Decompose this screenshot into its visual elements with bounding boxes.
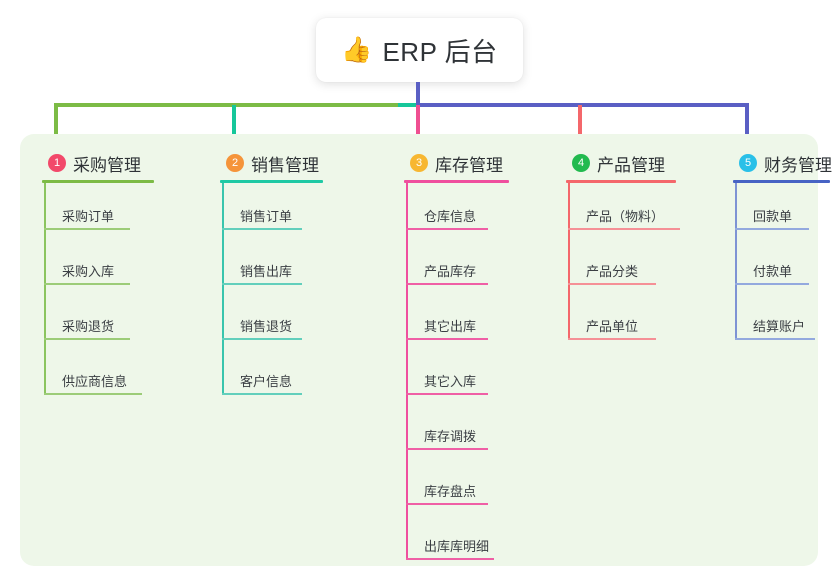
leaf-item-label: 出库库明细 <box>424 539 490 554</box>
connector-drop-column-4 <box>578 105 582 143</box>
leaf-item-label: 销售订单 <box>240 209 293 224</box>
connector-trunk-vertical <box>416 82 420 105</box>
connector-bus-right-cap <box>735 103 749 107</box>
leaf-item-label: 销售出库 <box>240 264 293 279</box>
branch-title: 产品管理 <box>597 155 665 175</box>
leaf-item-rule <box>735 283 809 285</box>
leaf-item-label: 其它入库 <box>424 374 477 389</box>
connector-drop-column-2 <box>232 105 236 143</box>
connector-drop-column-5 <box>745 105 749 143</box>
branch-title: 采购管理 <box>73 155 141 175</box>
leaf-item-rule <box>406 448 488 450</box>
branch-spine <box>568 183 570 340</box>
leaf-item-label: 库存调拨 <box>424 429 477 444</box>
branch-header-5[interactable]: 5 财务管理 <box>725 143 832 183</box>
branch-header-rule <box>733 180 830 183</box>
branch-header-1[interactable]: 1 采购管理 <box>34 143 141 183</box>
leaf-item-rule <box>735 228 809 230</box>
branch-column-2: 2 销售管理销售订单销售出库销售退货客户信息 <box>212 143 323 395</box>
root-node-title: ERP 后台 <box>382 36 498 67</box>
leaf-item-rule <box>406 558 494 560</box>
connector-bus-left-cap <box>54 103 68 107</box>
branch-title: 财务管理 <box>764 155 832 175</box>
branch-header-rule <box>220 180 323 183</box>
leaf-item-rule <box>406 283 488 285</box>
branch-title: 库存管理 <box>435 155 503 175</box>
leaf-item-rule <box>568 338 656 340</box>
leaf-item-rule <box>222 283 302 285</box>
connector-bus-segment-blue <box>416 103 749 107</box>
branch-column-5: 5 财务管理回款单付款单结算账户 <box>725 143 832 340</box>
leaf-item-label: 回款单 <box>753 209 793 224</box>
connector-drop-column-3 <box>416 105 420 143</box>
leaf-item-rule <box>44 228 130 230</box>
branch-header-2[interactable]: 2 销售管理 <box>212 143 319 183</box>
leaf-item-label: 产品单位 <box>586 319 639 334</box>
leaf-item-label: 仓库信息 <box>424 209 477 224</box>
branch-spine <box>44 183 46 395</box>
leaf-item-label: 其它出库 <box>424 319 477 334</box>
branch-column-3: 3 库存管理仓库信息产品库存其它出库其它入库库存调拨库存盘点出库库明细 <box>396 143 509 560</box>
branch-header-rule <box>42 180 154 183</box>
connector-bus-segment-teal <box>398 103 418 107</box>
leaf-item-rule <box>406 228 488 230</box>
leaf-item-label: 产品（物料） <box>586 209 665 224</box>
leaf-item-rule <box>568 283 656 285</box>
leaf-item-rule <box>222 393 302 395</box>
connector-drop-column-1 <box>54 105 58 143</box>
leaf-item-rule <box>735 338 815 340</box>
leaf-item-label: 采购入库 <box>62 264 115 279</box>
branch-spine <box>222 183 224 395</box>
branch-index-badge: 3 <box>410 154 428 172</box>
leaf-item-rule <box>406 503 488 505</box>
branch-spine <box>735 183 737 340</box>
leaf-item-rule <box>568 228 680 230</box>
leaf-item-label: 库存盘点 <box>424 484 477 499</box>
leaf-item-label: 结算账户 <box>753 319 806 334</box>
branch-index-badge: 5 <box>739 154 757 172</box>
branch-column-4: 4 产品管理产品（物料） 产品分类产品单位 <box>558 143 680 340</box>
leaf-item-label: 产品库存 <box>424 264 477 279</box>
branch-title: 销售管理 <box>251 155 319 175</box>
leaf-item-label: 采购订单 <box>62 209 115 224</box>
leaf-item-label: 供应商信息 <box>62 374 128 389</box>
connector-bus-segment-green <box>54 103 400 107</box>
branch-column-1: 1 采购管理采购订单采购入库采购退货供应商信息 <box>34 143 154 395</box>
leaf-item-label: 销售退货 <box>240 319 293 334</box>
branch-index-badge: 2 <box>226 154 244 172</box>
leaf-item-label: 客户信息 <box>240 374 293 389</box>
thumbs-up-emoji: 👍 <box>341 35 373 64</box>
leaf-item-label: 产品分类 <box>586 264 639 279</box>
leaf-item-rule <box>222 228 302 230</box>
branches-panel <box>20 134 818 566</box>
branch-index-badge: 1 <box>48 154 66 172</box>
leaf-item-rule <box>406 393 488 395</box>
root-node-erp-backend[interactable]: 👍 ERP 后台 <box>316 18 523 82</box>
branch-index-badge: 4 <box>572 154 590 172</box>
branch-header-3[interactable]: 3 库存管理 <box>396 143 503 183</box>
branch-header-rule <box>404 180 509 183</box>
leaf-item-label: 采购退货 <box>62 319 115 334</box>
leaf-item-rule <box>406 338 488 340</box>
leaf-item-rule <box>44 393 142 395</box>
branch-header-rule <box>566 180 676 183</box>
branch-spine <box>406 183 408 560</box>
leaf-item-rule <box>222 338 302 340</box>
leaf-item-label: 付款单 <box>753 264 793 279</box>
leaf-item-rule <box>44 283 130 285</box>
leaf-item-rule <box>44 338 130 340</box>
branch-header-4[interactable]: 4 产品管理 <box>558 143 665 183</box>
